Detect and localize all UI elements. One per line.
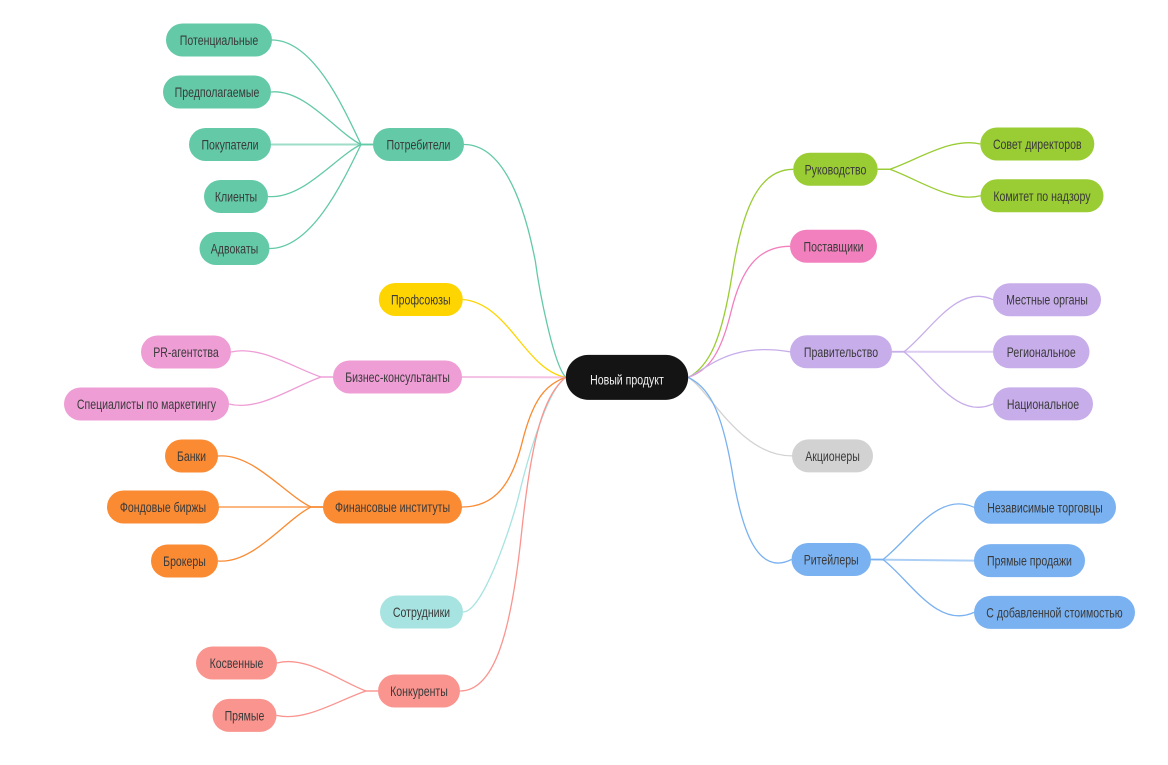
svg-text:Банки: Банки bbox=[177, 448, 206, 464]
svg-text:Предполагаемые: Предполагаемые bbox=[175, 84, 260, 100]
svg-text:Руководство: Руководство bbox=[805, 161, 867, 177]
svg-text:Региональное: Региональное bbox=[1007, 344, 1076, 360]
svg-text:Потенциальные: Потенциальные bbox=[180, 32, 259, 48]
svg-text:Конкуренты: Конкуренты bbox=[390, 683, 448, 699]
svg-text:Адвокаты: Адвокаты bbox=[211, 241, 259, 257]
svg-text:PR-агентства: PR-агентства bbox=[153, 344, 219, 360]
svg-text:Косвенные: Косвенные bbox=[210, 655, 264, 671]
svg-text:Комитет по надзору: Комитет по надзору bbox=[993, 188, 1090, 204]
svg-text:Прямые продажи: Прямые продажи bbox=[987, 553, 1072, 569]
svg-text:Сотрудники: Сотрудники bbox=[393, 604, 450, 620]
svg-text:Правительство: Правительство bbox=[804, 344, 878, 360]
svg-text:Покупатели: Покупатели bbox=[201, 137, 258, 153]
svg-text:Акционеры: Акционеры bbox=[805, 448, 860, 464]
svg-text:Профсоюзы: Профсоюзы bbox=[391, 292, 451, 308]
svg-text:Национальное: Национальное bbox=[1007, 396, 1079, 412]
svg-text:Специалисты по маркетингу: Специалисты по маркетингу bbox=[77, 396, 216, 412]
svg-text:Поставщики: Поставщики bbox=[804, 238, 864, 254]
svg-text:Местные органы: Местные органы bbox=[1006, 292, 1088, 308]
svg-text:Новый продукт: Новый продукт bbox=[590, 371, 664, 387]
svg-text:Фондовые биржы: Фондовые биржы bbox=[120, 499, 206, 515]
svg-text:Финансовые институты: Финансовые институты bbox=[335, 499, 450, 515]
svg-text:Клиенты: Клиенты bbox=[215, 189, 257, 205]
svg-text:Бизнес-консультанты: Бизнес-консультанты bbox=[345, 369, 450, 385]
svg-text:Потребители: Потребители bbox=[387, 137, 451, 153]
svg-text:Прямые: Прямые bbox=[225, 707, 265, 723]
svg-text:Брокеры: Брокеры bbox=[163, 553, 206, 569]
svg-text:Совет директоров: Совет директоров bbox=[993, 136, 1082, 152]
svg-text:Ритейлеры: Ритейлеры bbox=[804, 552, 859, 568]
svg-text:С добавленной стоимостью: С добавленной стоимостью bbox=[986, 604, 1122, 620]
svg-text:Независимые торговцы: Независимые торговцы bbox=[987, 499, 1103, 515]
